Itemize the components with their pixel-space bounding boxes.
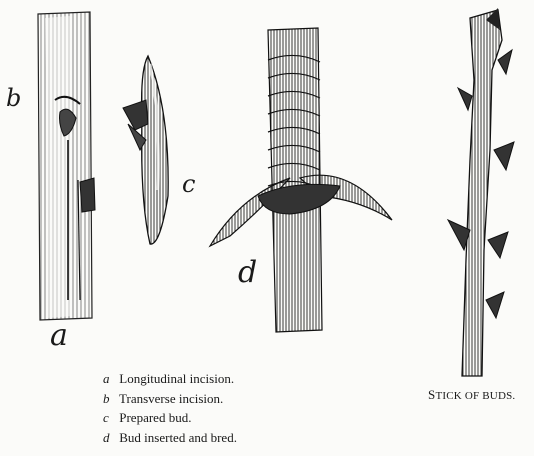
stick-of-buds: [448, 8, 514, 376]
figure-letter-c: c: [182, 170, 195, 198]
stem-with-incisions: [38, 12, 95, 320]
legend-text: Prepared bud.: [119, 410, 191, 425]
legend-item: b Transverse incision.: [103, 389, 237, 409]
legend-text: Bud inserted and bred.: [119, 430, 237, 445]
figure-letter-d: d: [238, 255, 257, 290]
legend-item: a Longitudinal incision.: [103, 369, 237, 389]
stick-caption: STICK OF BUDS.: [428, 387, 515, 403]
legend-item: d Bud inserted and bred.: [103, 428, 237, 448]
prepared-bud: [123, 56, 168, 244]
legend-key: c: [103, 408, 116, 428]
legend-key: a: [103, 369, 116, 389]
figure-letter-b: b: [6, 84, 21, 112]
legend-key: b: [103, 389, 116, 409]
legend: a Longitudinal incision. b Transverse in…: [103, 369, 237, 447]
figure-letter-a: a: [50, 318, 68, 353]
legend-key: d: [103, 428, 116, 448]
legend-text: Longitudinal incision.: [119, 371, 234, 386]
legend-text: Transverse incision.: [119, 391, 223, 406]
caption-rest: TICK OF BUDS.: [435, 390, 515, 402]
legend-item: c Prepared bud.: [103, 408, 237, 428]
